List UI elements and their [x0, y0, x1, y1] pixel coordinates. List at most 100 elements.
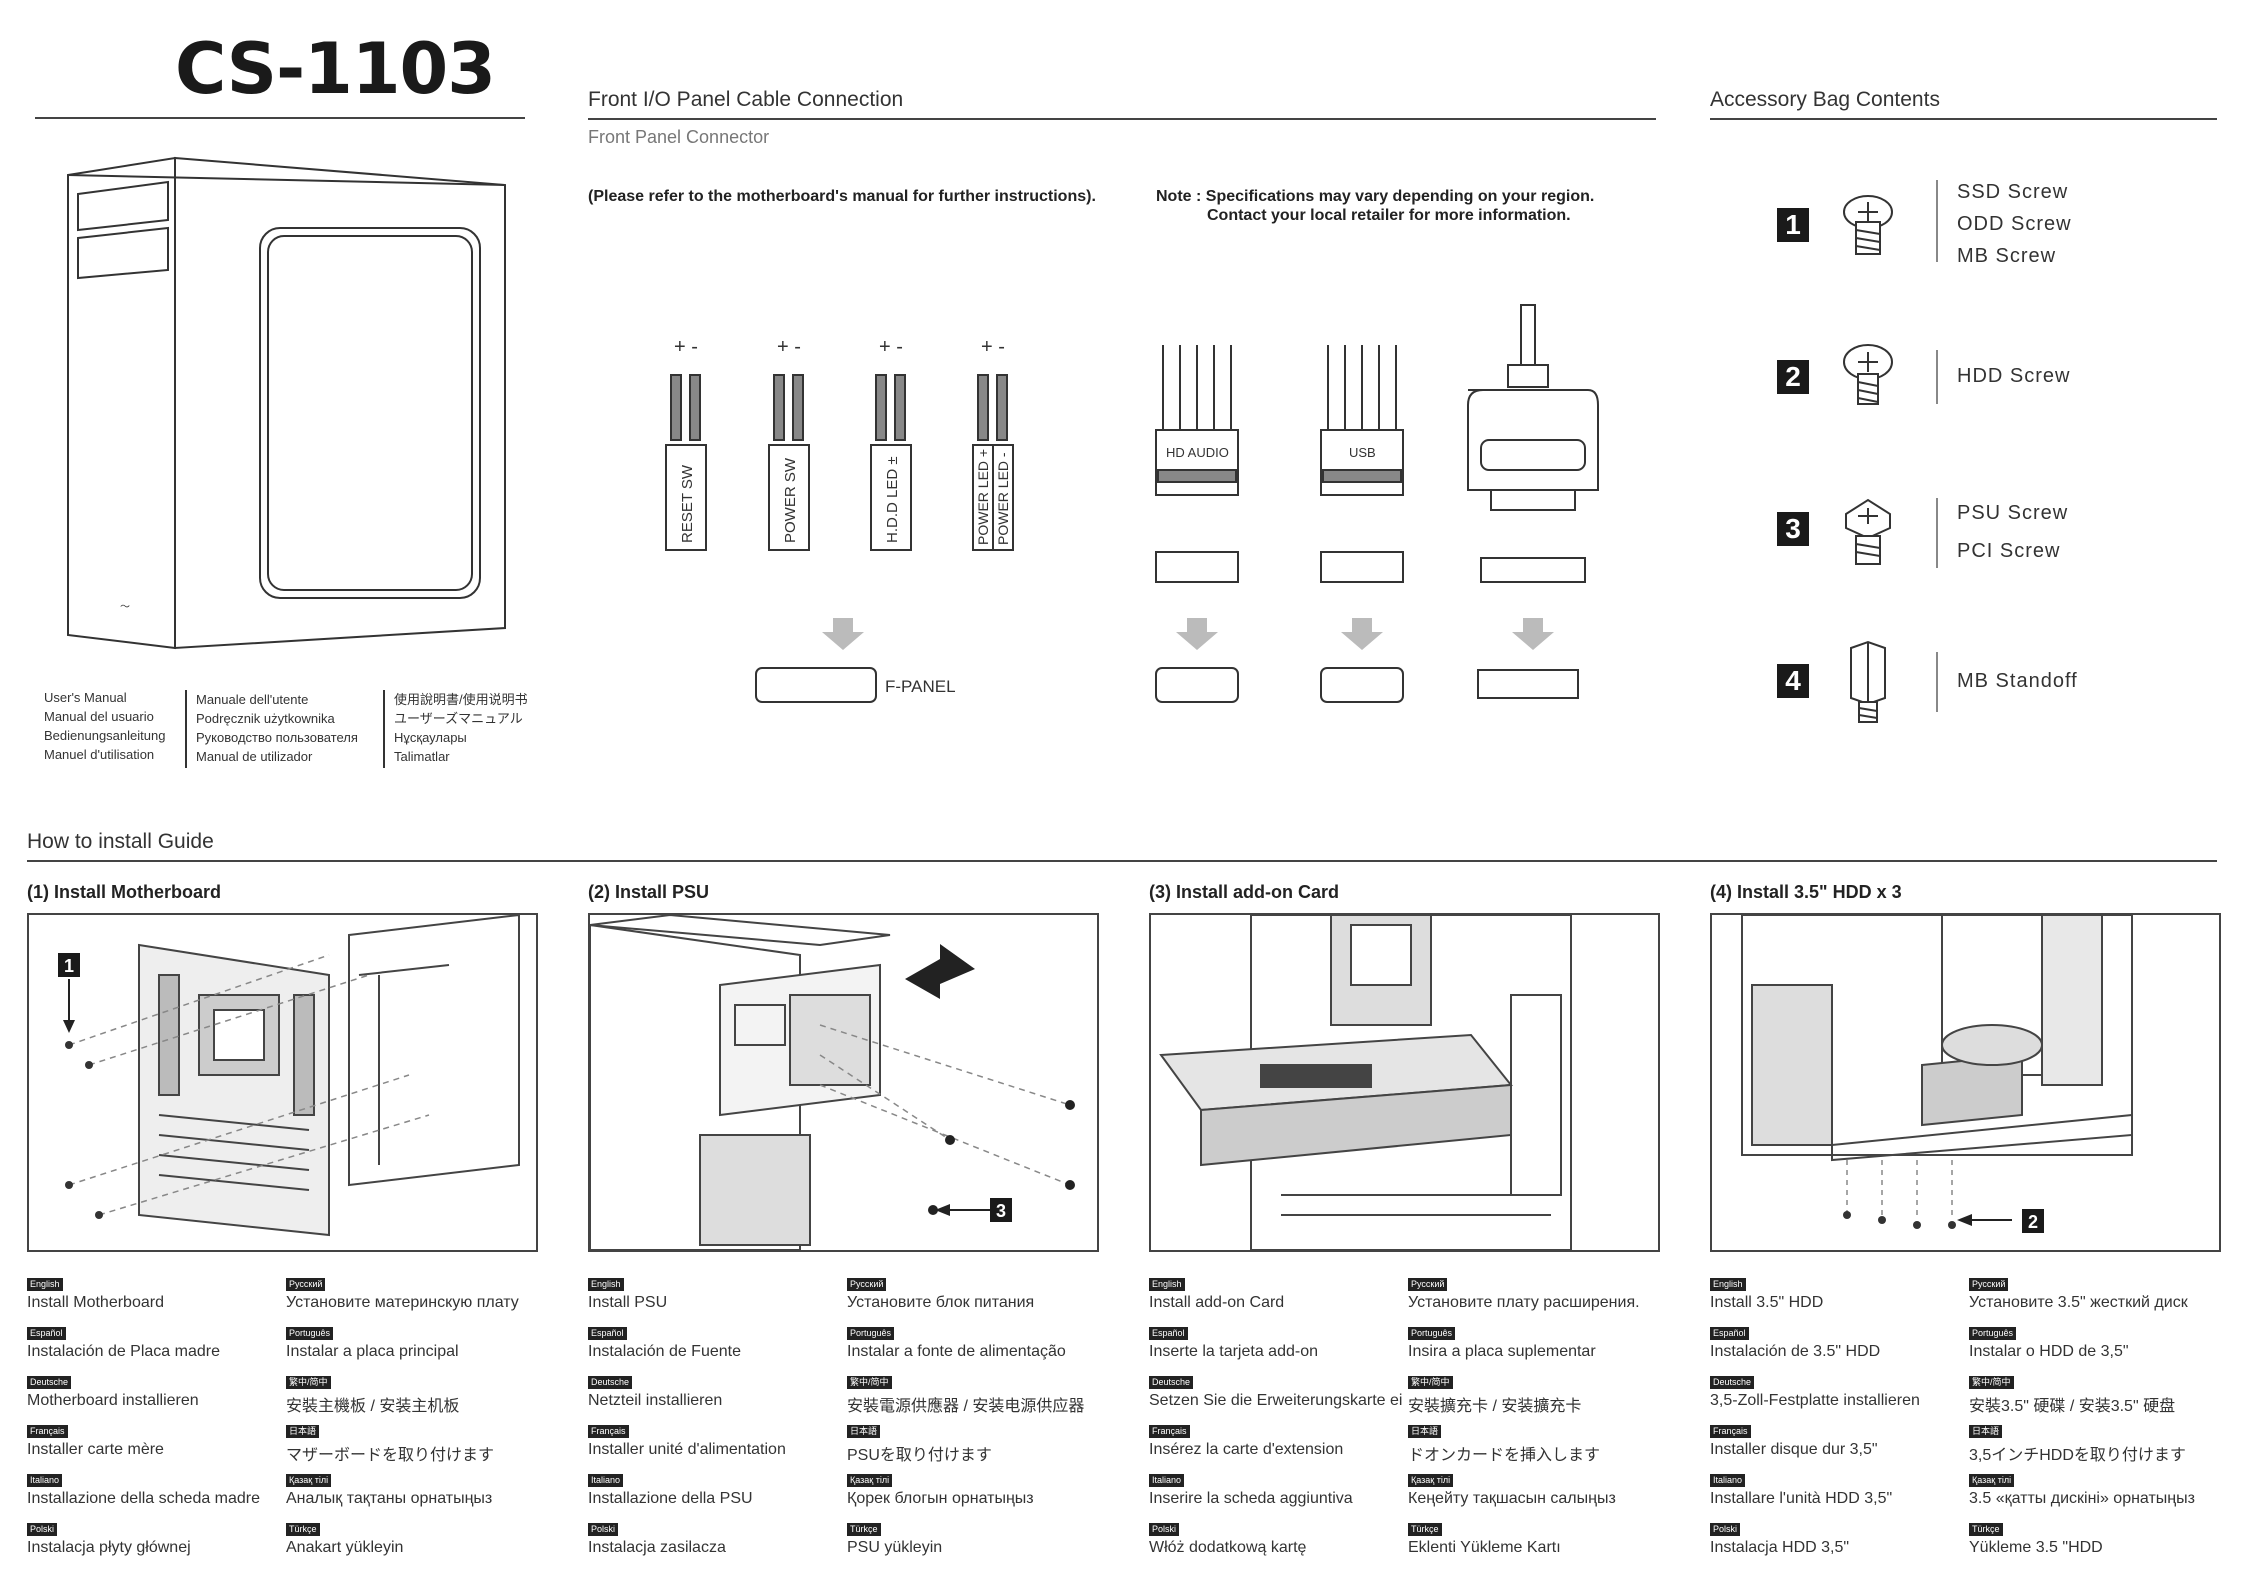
step-1-title: (1) Install Motherboard [27, 882, 222, 902]
lang-tag: 繁中/简中 [1408, 1376, 1453, 1389]
manual-lang: Talimatlar [394, 749, 450, 764]
divider [1936, 180, 1938, 262]
lang-tag: Türkçe [286, 1523, 320, 1536]
lang-tag: 日本語 [1969, 1425, 2003, 1438]
lang-text: Кеңейту тақшасын салыңыз [1408, 1490, 1616, 1507]
front-panel-diagram: + - + - + - + - RESET SW POWER SW H.D.D … [665, 304, 1599, 703]
lang-tag: Türkçe [1969, 1523, 2003, 1536]
down-arrows [822, 618, 1554, 650]
manual-lang: ユーザーズマニュアル [394, 711, 523, 726]
accessory-item-1-labels: SSD Screw ODD Screw MB Screw [1957, 176, 2072, 272]
lang-tag: Polski [27, 1523, 58, 1536]
accessory-label: HDD Screw [1957, 365, 2071, 387]
lang-text: Install 3.5" HDD [1710, 1294, 1824, 1311]
power-led-connector [972, 374, 1014, 551]
plus-minus-label: + - [879, 336, 903, 358]
accessory-num-2: 2 [1777, 360, 1809, 394]
lang-entry: 繁中/简中安裝電源供應器 / 安装电源供应器 [847, 1372, 1102, 1416]
lang-text: Установите материнскую плату [286, 1294, 519, 1311]
accessory-item-3-labels: PSU Screw PCI Screw [1957, 494, 2068, 570]
lang-text: Install PSU [588, 1294, 668, 1311]
lang-text: Inserte la tarjeta add-on [1149, 1343, 1318, 1360]
callout-2: 2 [2028, 1212, 2038, 1232]
accessory-label: MB Screw [1957, 245, 2057, 267]
lang-text: 3.5 «қатты дискіні» орнатыңыз [1969, 1490, 2195, 1507]
lang-text: マザーボードを取り付けます [286, 1447, 495, 1464]
lang-text: PSU yükleyin [847, 1539, 943, 1556]
divider [1936, 350, 1938, 404]
lang-tag: Italiano [27, 1474, 63, 1487]
hd-audio-header [1155, 667, 1239, 703]
plus-minus-label: + - [777, 336, 801, 358]
lang-tag: Español [1149, 1327, 1188, 1340]
lang-tag: Русский [286, 1278, 326, 1291]
reset-sw-label: RESET SW [679, 464, 696, 543]
lang-tag: 日本語 [847, 1425, 881, 1438]
manual-lang: Bedienungsanleitung [44, 728, 166, 743]
accessory-num-4: 4 [1777, 664, 1809, 698]
usb-label: USB [1349, 445, 1376, 460]
lang-tag: Português [847, 1327, 895, 1340]
lang-text: Installer unité d'alimentation [588, 1441, 786, 1458]
front-io-rule [588, 118, 1656, 120]
lang-tag: Français [27, 1425, 68, 1438]
guide-heading: How to install Guide [27, 830, 214, 853]
phillips-screw-icon [1843, 195, 1893, 255]
lang-text: 安裝主機板 / 安装主机板 [286, 1398, 460, 1415]
step-4-title: (4) Install 3.5" HDD x 3 [1710, 882, 1902, 902]
divider [185, 690, 187, 768]
lang-text: Installazione della PSU [588, 1490, 753, 1507]
lang-text: Installer carte mère [27, 1441, 164, 1458]
lang-tag: Türkçe [847, 1523, 881, 1536]
accessory-label: SSD Screw [1957, 181, 2069, 203]
lang-text: Installare l'unità HDD 3,5" [1710, 1490, 1893, 1507]
f-panel-header [755, 667, 877, 703]
svg-text:〜: 〜 [120, 602, 130, 613]
lang-tag: Қазақ тілі [847, 1474, 893, 1487]
manual-lang: Manuel d'utilisation [44, 747, 155, 762]
lang-tag: Português [1408, 1327, 1456, 1340]
manual-languages-col3: 使用說明書/使用说明书 ユーザーズマニュアル Нұсқаулары Talima… [394, 690, 528, 766]
lang-text: Instalacja HDD 3,5" [1710, 1539, 1850, 1556]
lang-tag: English [1710, 1278, 1746, 1291]
lang-text: Insérez la carte d'extension [1149, 1441, 1344, 1458]
manual-lang: Manual del usuario [44, 709, 154, 724]
spec-note-line1: Note : Specifications may vary depending… [1156, 188, 1595, 205]
hdd-led-connector [870, 374, 912, 551]
lang-text: 安裝擴充卡 / 安装擴充卡 [1408, 1398, 1582, 1415]
lang-text: Instalar a fonte de alimentação [847, 1343, 1066, 1360]
lang-tag: 日本語 [286, 1425, 320, 1438]
lang-tag: Türkçe [1408, 1523, 1442, 1536]
power-led-minus-label: POWER LED - [995, 452, 1011, 545]
lang-tag: Қазақ тілі [286, 1474, 332, 1487]
lang-text: Instalación de Fuente [588, 1343, 741, 1360]
accessory-label: PCI Screw [1957, 540, 2061, 562]
lang-tag: Français [1149, 1425, 1190, 1438]
lang-entry: 日本語ドオンカードを挿入します [1408, 1421, 1663, 1465]
lang-text: Setzen Sie die Erweiterungskarte ei [1149, 1392, 1403, 1409]
lang-entry: 繁中/简中安裝擴充卡 / 安装擴充卡 [1408, 1372, 1663, 1416]
lang-tag: Italiano [588, 1474, 624, 1487]
lang-text: Установите плату расширения. [1408, 1294, 1640, 1311]
lang-tag: English [27, 1278, 63, 1291]
